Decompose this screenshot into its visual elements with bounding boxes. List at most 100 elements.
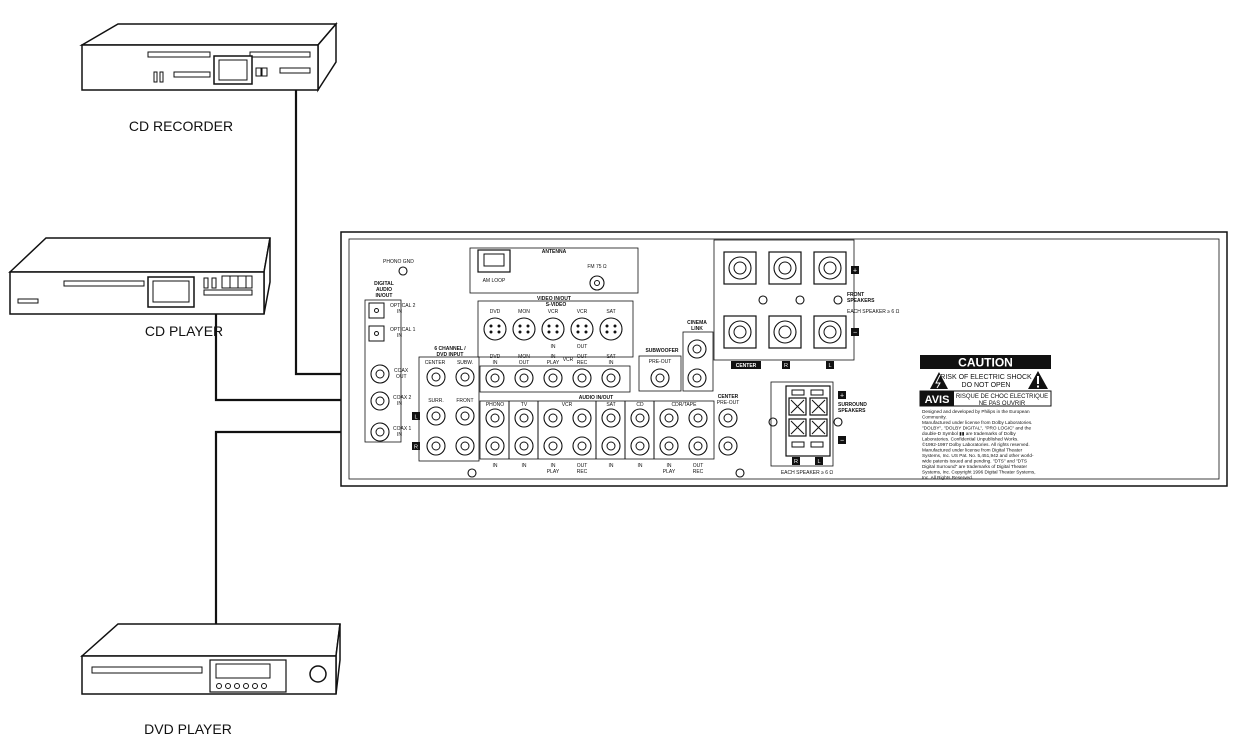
audio-bottom-sub-2: REC — [577, 469, 588, 475]
svideo-vcr-out-jack[interactable] — [570, 317, 594, 341]
audio-bottom-sub-3: PLAY — [663, 469, 676, 475]
audio-bottom-sub-4: REC — [693, 469, 704, 475]
coax1-label-2: IN — [397, 432, 402, 438]
surround-speakers: + − R L — [770, 381, 846, 467]
digital-audio-label-3: IN/OUT — [376, 293, 393, 299]
dvd-player — [80, 623, 341, 695]
speaker-tag-center: CENTER — [736, 363, 757, 369]
front-speakers-label-1: FRONT — [847, 292, 864, 298]
antenna-block — [469, 247, 639, 294]
caution-label: CAUTION RISK OF ELECTRIC SHOCK DO NOT OP… — [919, 355, 1052, 407]
surround-each-speaker-label: EACH SPEAKER ≥ 6 Ω — [781, 470, 834, 476]
optical2-label-2: IN — [397, 309, 402, 315]
caution-line1: RISK OF ELECTRIC SHOCK — [940, 374, 1032, 381]
svideo-in-label: IN — [551, 344, 556, 350]
svideo-dvd-label: DVD — [490, 309, 501, 315]
legal-line-12: Systems, Inc. Copyright 1996 Digital The… — [922, 470, 1036, 475]
caution-line2: DO NOT OPEN — [962, 382, 1011, 389]
svideo-vcr-out-label: VCR — [577, 309, 588, 315]
legal-line-7: ©1992-1997 Dolby Laboratories. All right… — [922, 441, 1030, 447]
optical2-label-1: OPTICAL 2 — [390, 303, 416, 309]
front-minus-tag: − — [853, 330, 857, 337]
audio-bottom-6: IN — [638, 463, 643, 469]
surround-tag-r: R — [794, 459, 798, 465]
surround-minus-tag: − — [840, 438, 844, 445]
video-row: DVD IN MON OUT IN PLAY VCR OUT REC SAT I… — [479, 354, 631, 393]
six-channel-label-1: 6 CHANNEL / — [434, 346, 466, 352]
digital-audio-label-2: AUDIO — [376, 287, 392, 293]
audio-inout-label: AUDIO IN/OUT — [579, 395, 613, 401]
phono-gnd-screw[interactable] — [398, 266, 408, 276]
audio-bottom-5: IN — [609, 463, 614, 469]
legal-line-11: Digital Surround" are trademarks of Digi… — [922, 464, 1027, 469]
tag-r-1: R — [414, 445, 418, 451]
legal-line-10: wide patents issued and pending. "DTS" a… — [922, 459, 1027, 464]
front-each-speaker-label: EACH SPEAKER ≥ 6 Ω — [847, 309, 900, 315]
audio-cdr-tape-label: CDR/TAPE — [672, 402, 698, 408]
svideo-vcr-in-jack[interactable] — [541, 317, 565, 341]
legal-text: Designed and developed by Philips in the… — [922, 409, 1036, 480]
fm-label: FM 75 Ω — [587, 264, 607, 270]
legal-line-5: double-D Symbol ▮▮ are trademarks of Dol… — [922, 431, 1016, 436]
surround-speakers-label-1: SURROUND — [838, 402, 867, 408]
caution-title: CAUTION — [958, 356, 1013, 370]
svideo-sat-label: SAT — [606, 309, 615, 315]
coax2-label-1: COAX 2 — [393, 395, 412, 401]
six-channel-label-2: DVD INPUT — [437, 352, 464, 358]
video-vcr-in-label: IN — [551, 354, 556, 360]
cd-recorder-label: CD RECORDER — [129, 118, 233, 134]
avis-line2: NE PAS OUVRIR — [979, 401, 1026, 407]
video-inout-label: VIDEO IN/OUT — [537, 296, 571, 302]
legal-line-6: Laboratories. Confidential Unpublished W… — [922, 437, 1019, 442]
legal-line-4: "DOLBY", "DOLBY DIGITAL", "PRO LOGIC" an… — [922, 426, 1031, 431]
surround-plus-tag: + — [840, 393, 844, 400]
cable-cd-player — [214, 314, 350, 402]
legal-line-1: Designed and developed by Philips in the… — [922, 409, 1030, 414]
speaker-tag-l: L — [828, 363, 831, 369]
surround-tag-l: L — [817, 459, 820, 465]
svideo-dvd-jack[interactable] — [483, 317, 507, 341]
avis-line1: RISQUE DE CHOC ELECTRIQUE — [956, 394, 1048, 400]
svideo-mon-label: MON — [518, 309, 530, 315]
coax-out-label-2: OUT — [396, 374, 407, 380]
svideo-vcr-in-label: VCR — [548, 309, 559, 315]
legal-line-3: Manufactured under license from Dolby La… — [922, 420, 1032, 425]
audio-bottom-3: IN — [551, 463, 556, 469]
six-ch-front-label: FRONT — [456, 398, 473, 404]
subwoofer-preout-label: PRE-OUT — [649, 359, 672, 365]
optical1-label-1: OPTICAL 1 — [390, 327, 416, 333]
speaker-tag-r: R — [784, 363, 788, 369]
cables — [214, 90, 350, 624]
legal-line-9: Systems, Inc. US Pat. No. 5,451,942 and … — [922, 453, 1034, 458]
front-speakers: + − CENTER R L — [713, 239, 859, 369]
coax-out-label-1: COAX — [394, 368, 409, 374]
six-ch-center-label: CENTER — [425, 360, 446, 366]
svideo-mon-jack[interactable] — [512, 317, 536, 341]
avis-title: AVIS — [925, 394, 950, 406]
video-vcr-out-sub: REC — [577, 360, 588, 366]
legal-line-13: Inc. All Rights Reserved. — [922, 475, 973, 480]
audio-sat-label: SAT — [606, 402, 615, 408]
cinema-link-label-2: LINK — [691, 326, 703, 332]
coax1-label-1: COAX 1 — [393, 426, 412, 432]
audio-vcr-label: VCR — [562, 402, 573, 408]
lightning-warning-icon — [930, 372, 948, 389]
video-vcr-out-label: OUT — [577, 354, 588, 360]
coax2-label-2: IN — [397, 401, 402, 407]
video-sat-label: SAT — [606, 354, 615, 360]
phono-gnd-label: PHONO GND — [383, 259, 414, 265]
cd-player-label: CD PLAYER — [145, 323, 223, 339]
antenna-label: ANTENNA — [542, 249, 567, 255]
cable-cd-recorder — [294, 90, 350, 376]
svideo-jacks: DVD MON VCR VCR SAT IN OUT — [483, 309, 623, 350]
six-ch-surr-label: SURR. — [428, 398, 444, 404]
tag-l-1: L — [414, 415, 417, 421]
svideo-sat-jack[interactable] — [599, 317, 623, 341]
video-dvd-label: DVD — [490, 354, 501, 360]
audio-bottom-sub-1: PLAY — [547, 469, 560, 475]
legal-line-2: Community. — [922, 415, 947, 420]
video-mon-label: MON — [518, 354, 530, 360]
center-preout-label-2: PRE-OUT — [717, 400, 740, 406]
video-vcr-in-sub: PLAY — [547, 360, 560, 366]
